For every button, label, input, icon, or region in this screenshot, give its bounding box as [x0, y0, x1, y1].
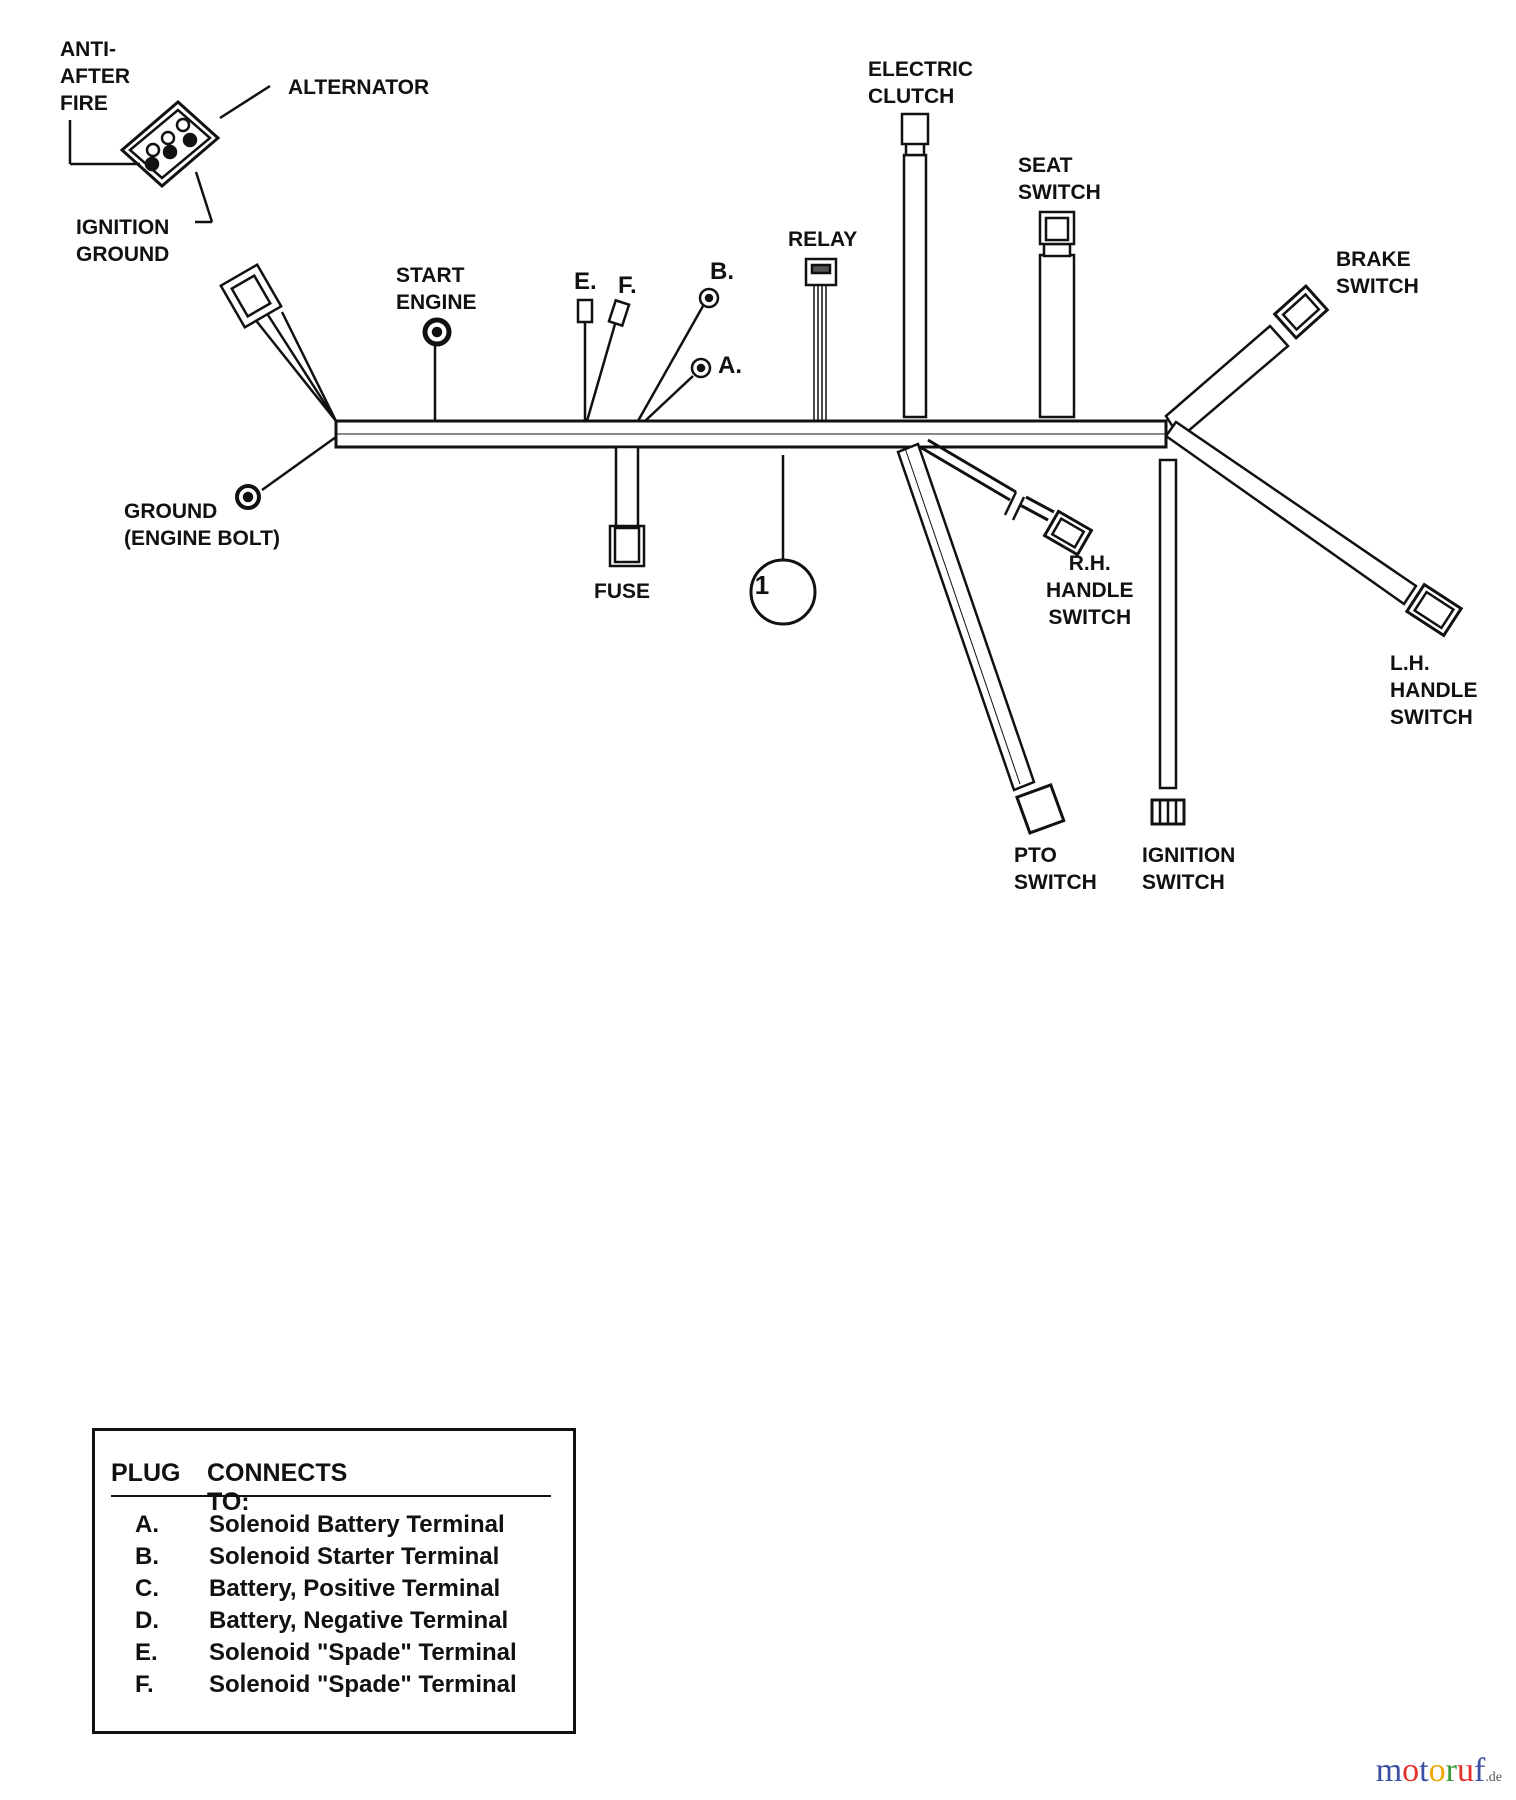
alternator-plug	[68, 84, 271, 224]
plug-legend: PLUG CONNECTS TO: A.Solenoid Battery Ter…	[92, 1428, 576, 1734]
legend-header: PLUG CONNECTS TO:	[111, 1459, 347, 1516]
label-f: F.	[618, 272, 637, 299]
legend-divider	[111, 1495, 551, 1497]
callout-number: 1	[754, 570, 770, 600]
label-a: A.	[718, 352, 742, 379]
fuse-lead	[608, 445, 646, 568]
label-alternator: ALTERNATOR	[288, 76, 430, 99]
label-e: E.	[574, 268, 597, 295]
label-ground-engine-bolt: GROUND(ENGINE BOLT)	[124, 500, 280, 550]
watermark-logo: motoruf.de	[1375, 1752, 1502, 1789]
relay-lead	[804, 257, 838, 421]
ground-engine-bolt-lead	[235, 435, 337, 510]
label-b: B.	[710, 258, 734, 285]
callout-1	[749, 455, 817, 626]
pto-switch-lead	[896, 442, 1066, 835]
brake-switch-lead	[1164, 283, 1330, 440]
rh-handle-switch-lead	[919, 438, 1094, 557]
legend-col-plug: PLUG	[111, 1459, 181, 1487]
ignition-switch-lead	[1150, 458, 1186, 826]
alternator-lead	[219, 263, 338, 422]
seat-switch-lead	[1038, 210, 1076, 419]
electric-clutch-lead	[900, 112, 930, 419]
lh-handle-switch-lead	[1164, 420, 1464, 638]
legend-col-connects: CONNECTS TO:	[207, 1459, 348, 1516]
main-harness-trunk	[334, 419, 1168, 449]
start-engine-lead	[422, 317, 452, 421]
ring-terminals-a-b	[636, 287, 720, 422]
spade-terminals-e-f	[576, 298, 631, 422]
label-relay: RELAY	[788, 228, 858, 251]
label-fuse: FUSE	[594, 580, 651, 603]
